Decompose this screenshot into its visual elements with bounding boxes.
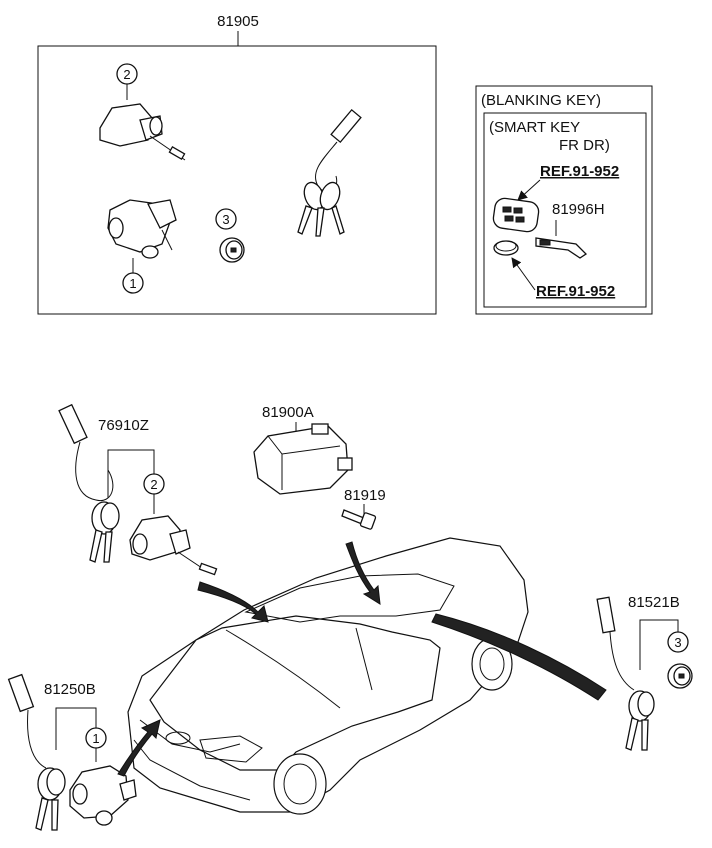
ref-top-label: REF.91-952 [540, 163, 619, 180]
blanking-title: (BLANKING KEY) [481, 92, 601, 109]
immobilizer-pointer-arrow [345, 541, 381, 605]
blanking-key-group: (BLANKING KEY) (SMART KEY FR DR) REF.91-… [475, 85, 653, 315]
door-lock-group: 76910Z 2 [58, 403, 269, 623]
glove-box-cap-icon [667, 663, 693, 689]
glove-box-callout-circle [667, 631, 689, 653]
callout-number-2: 2 [123, 67, 130, 82]
coin-battery-icon [493, 240, 519, 256]
glove-box-group: 81521B 3 [431, 594, 693, 751]
door-lock-cylinder-large-icon [129, 515, 218, 576]
callout-number-1: 1 [129, 276, 136, 291]
door-lock-keys-icon [58, 403, 120, 563]
ref-bottom-label: REF.91-952 [536, 283, 615, 300]
callout-circle-3 [215, 208, 237, 230]
immobilizer-part-number: 81900A [262, 404, 314, 421]
callout-number-3: 3 [222, 212, 229, 227]
glove-box-keys-icon [596, 596, 655, 751]
glove-box-leader [639, 619, 679, 670]
smart-key-fob-icon [492, 197, 540, 233]
trunk-lock-part-number: 81250B [44, 681, 96, 698]
door-lock-pointer-arrow [197, 581, 269, 623]
top-kit-group: 81905 2 1 3 [37, 13, 437, 315]
door-lock-part-number: 76910Z [98, 417, 149, 434]
top-kit-part-number: 81905 [217, 13, 259, 30]
immobilizer-group: 81900A 81919 [253, 404, 386, 605]
immobilizer-module-icon [253, 423, 353, 495]
trunk-lock-keys-icon [7, 673, 66, 831]
smart-key-title-line1: (SMART KEY [489, 119, 580, 136]
trunk-lock-cylinder-icon [107, 199, 177, 259]
smart-key-inner-box [483, 112, 647, 308]
trunk-lock-group: 81250B 1 [7, 673, 161, 831]
door-lock-cylinder-icon [99, 103, 186, 161]
screw-icon [341, 509, 377, 530]
door-lock-leader [107, 449, 155, 498]
smart-key-title-line2: FR DR) [559, 137, 610, 154]
glove-box-part-number: 81521B [628, 594, 680, 611]
blanking-key-part-number: 81996H [552, 201, 605, 218]
sedan-car-illustration [127, 537, 529, 815]
top-kit-box [37, 45, 437, 315]
door-lock-callout-number: 2 [150, 477, 157, 492]
callout-circle-1 [122, 272, 144, 294]
glove-box-pointer-band [431, 613, 607, 701]
key-set-icon [297, 108, 362, 237]
lock-cap-icon [219, 237, 245, 263]
ref-top-arrow [517, 179, 541, 201]
trunk-lock-pointer-arrow [117, 719, 161, 777]
trunk-lock-leader [55, 707, 97, 750]
immobilizer-screw-part-number: 81919 [344, 487, 386, 504]
ref-bottom-arrow [511, 257, 536, 291]
trunk-lock-cylinder-large-icon [69, 765, 137, 826]
blanking-key-blade-icon [535, 237, 588, 259]
glove-box-callout-number: 3 [674, 635, 681, 650]
trunk-lock-callout-number: 1 [92, 731, 99, 746]
blanking-outer-box [475, 85, 653, 315]
